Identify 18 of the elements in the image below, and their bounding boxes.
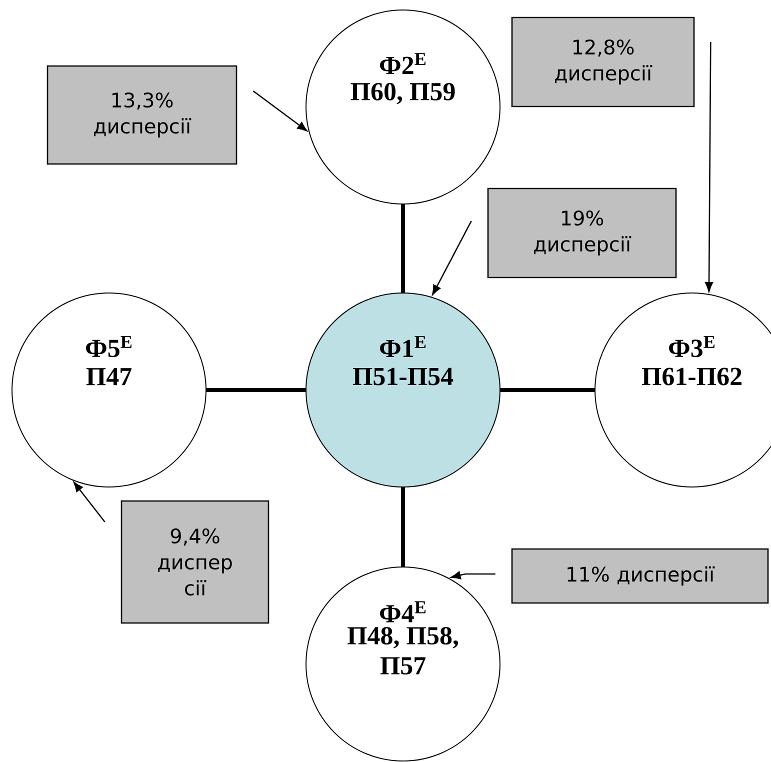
arrow (73, 482, 106, 522)
circle-node: Ф5$^{E}$ П47 (12, 292, 206, 488)
note-box: 9,4% диспер сії (120, 500, 270, 624)
note-box: 11% дисперсії (511, 548, 769, 604)
circle-node: Ф2$^{E}$ П60, П59 (306, 9, 500, 204)
note-box: 12,8% дисперсії (511, 16, 695, 108)
arrow (450, 571, 496, 580)
arrow (252, 90, 308, 132)
circle-node: Ф4$^{E}$ П48, П58, П57 (306, 566, 500, 762)
connector-line (401, 487, 405, 566)
arrow (705, 42, 714, 292)
arrow (432, 220, 472, 296)
connector-line (206, 388, 306, 392)
note-box: 13,3% дисперсії (46, 65, 238, 165)
note-box: 19% дисперсії (487, 188, 677, 278)
circle-node: Ф1$^{E}$ П51-П54 (306, 292, 500, 488)
connector-line (500, 388, 594, 392)
connector-line (401, 204, 405, 292)
